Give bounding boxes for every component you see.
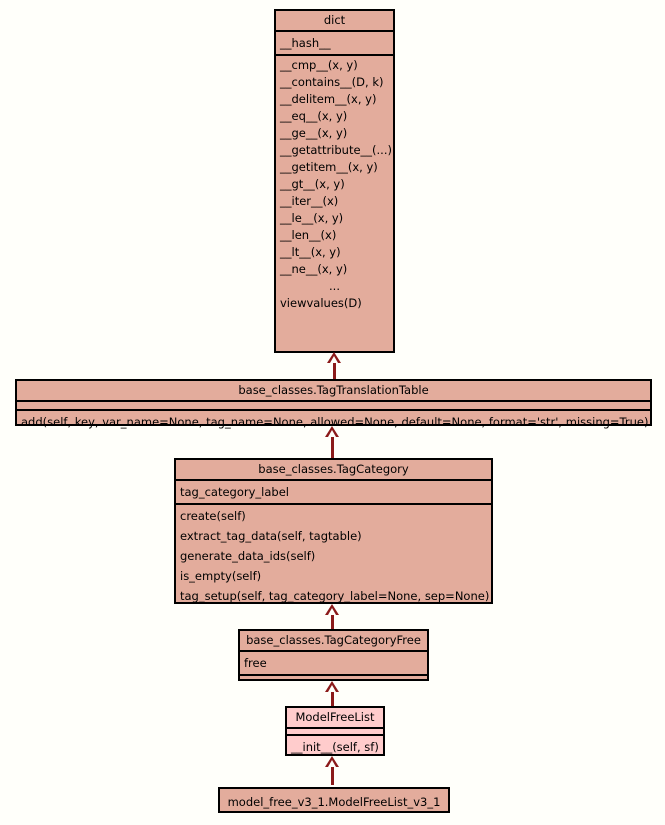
class-header-tagcategory: base_classes.TagCategory [176,460,491,481]
method-row-ellipsis: ... [329,279,340,293]
class-name-modelfreelist: ModelFreeList [295,710,375,724]
class-name-tagcategory: base_classes.TagCategory [258,462,409,476]
class-methods-tagcategory: create(self) extract_tag_data(self, tagt… [176,505,491,607]
class-name-modelfreelist-v3-1: model_free_v3_1.ModelFreeList_v3_1 [227,795,441,809]
class-methods-tagtranslationtable: add(self, key, var_name=None, tag_name=N… [17,411,650,433]
class-box-tagcategoryfree[interactable]: base_classes.TagCategoryFree free [238,629,429,681]
class-header-modelfreelist: ModelFreeList [287,708,383,729]
method-row: __lt__(x, y) [280,245,341,259]
method-row: add(self, key, var_name=None, tag_name=N… [21,415,649,429]
class-methods-dict: __cmp__(x, y) __contains__(D, k) __delit… [276,56,393,313]
class-attributes-tagcategoryfree: free [240,652,427,676]
method-row: generate_data_ids(self) [180,549,316,563]
attribute-row: tag_category_label [180,485,289,499]
class-box-modelfreelist-v3-1[interactable]: model_free_v3_1.ModelFreeList_v3_1 [218,787,450,813]
class-header-modelfreelist-v3-1: model_free_v3_1.ModelFreeList_v3_1 [220,789,448,815]
method-row: __init__(self, sf) [291,740,379,754]
method-row: __ge__(x, y) [280,126,348,140]
method-row: __len__(x) [280,228,337,242]
attribute-row: free [244,656,267,670]
class-header-dict: dict [276,11,393,32]
method-row: __eq__(x, y) [280,109,348,123]
method-row: __delitem__(x, y) [280,92,377,106]
class-header-tagcategoryfree: base_classes.TagCategoryFree [240,631,427,652]
method-row: __le__(x, y) [280,211,344,225]
method-row: viewvalues(D) [280,296,362,310]
method-row: tag_setup(self, tag_category_label=None,… [180,589,490,603]
method-row: __cmp__(x, y) [280,58,358,72]
class-name-tagcategoryfree: base_classes.TagCategoryFree [246,633,421,647]
class-box-tagtranslationtable[interactable]: base_classes.TagTranslationTable add(sel… [15,379,652,429]
method-row: __iter__(x) [280,194,339,208]
class-box-modelfreelist[interactable]: ModelFreeList __init__(self, sf) [285,706,385,756]
class-attributes-modelfreelist [287,729,383,736]
class-box-dict[interactable]: dict __hash__ __cmp__(x, y) __contains__… [274,9,395,353]
method-row: __contains__(D, k) [280,75,384,89]
method-row: create(self) [180,509,246,523]
method-row: __gt__(x, y) [280,177,345,191]
class-attributes-tagcategory: tag_category_label [176,481,491,505]
class-name-tagtranslationtable: base_classes.TagTranslationTable [238,383,429,397]
class-box-tagcategory[interactable]: base_classes.TagCategory tag_category_la… [174,458,493,604]
class-name-dict: dict [323,13,346,27]
method-row: __getitem__(x, y) [280,160,378,174]
class-methods-modelfreelist: __init__(self, sf) [287,736,383,758]
method-row: __ne__(x, y) [280,262,348,276]
attribute-row: __hash__ [280,36,331,50]
method-row: is_empty(self) [180,569,262,583]
class-attributes-dict: __hash__ [276,32,393,56]
class-header-tagtranslationtable: base_classes.TagTranslationTable [17,381,650,402]
class-attributes-tagtranslationtable [17,402,650,411]
method-row: extract_tag_data(self, tagtable) [180,529,362,543]
method-row: __getattribute__(...) [280,143,392,157]
